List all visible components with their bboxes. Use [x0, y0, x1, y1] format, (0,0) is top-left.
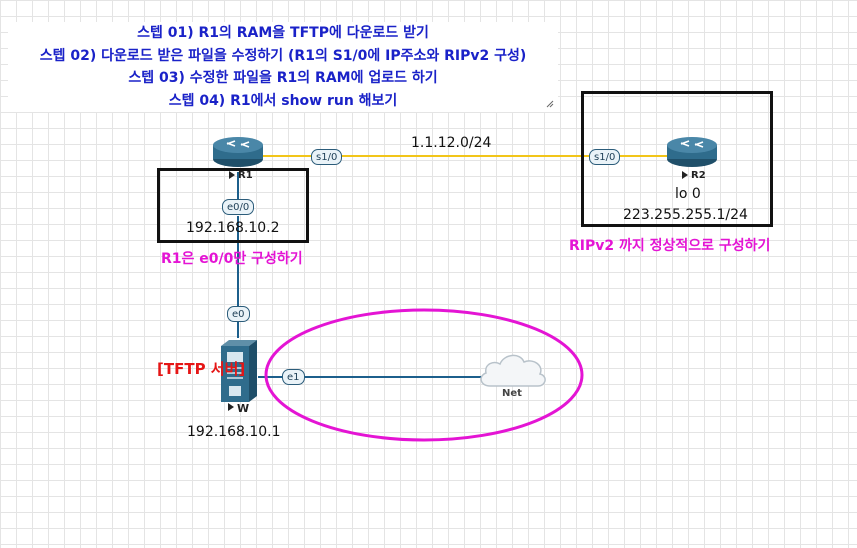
step-line-4: 스텝 04) R1에서 show run 해보기	[168, 92, 398, 109]
play-icon	[229, 171, 235, 179]
r1-name: R1	[238, 170, 253, 181]
router-icon[interactable]	[667, 137, 717, 167]
r2-loopback-ip: 223.255.255.1/24	[623, 207, 748, 223]
tftp-server-label: [TFTP 서버]	[157, 360, 246, 378]
router-icon[interactable]	[213, 137, 263, 167]
r1-ip-label: 192.168.10.2	[186, 220, 280, 236]
highlight-ellipse	[264, 308, 584, 442]
server-icon[interactable]	[221, 340, 257, 402]
serial-network-label: 1.1.12.0/24	[411, 135, 492, 151]
server-name: W	[237, 402, 250, 415]
cloud-name: Net	[502, 388, 522, 399]
r1-area-box[interactable]	[157, 168, 309, 243]
r2-name: R2	[691, 170, 706, 181]
step-line-2: 스텝 02) 다운로드 받은 파일을 수정하기 (R1의 S1/0에 IP주소와…	[39, 47, 527, 64]
r2-annotation: RIPv2 까지 정상적으로 구성하기	[569, 238, 771, 254]
steps-textbox[interactable]: 스텝 01) R1의 RAM을 TFTP에 다운로드 받기 스텝 02) 다운로…	[8, 22, 558, 112]
r1-s1-0-pill[interactable]: s1/0	[311, 149, 343, 165]
r2-s1-0-pill[interactable]: s1/0	[589, 149, 621, 165]
server-ip-label: 192.168.10.1	[187, 424, 281, 440]
r2-loopback-name: lo 0	[675, 186, 701, 202]
r2-area-box[interactable]	[581, 91, 773, 227]
step-line-3: 스텝 03) 수정한 파일을 R1의 RAM에 업로드 하기	[128, 70, 438, 86]
play-icon	[228, 403, 234, 411]
r1-e0-0-pill[interactable]: e0/0	[222, 199, 255, 215]
play-icon	[682, 171, 688, 179]
server-e0-pill[interactable]: e0	[227, 306, 250, 322]
resize-grip-icon[interactable]	[546, 100, 554, 108]
server-e1-pill[interactable]: e1	[282, 369, 305, 385]
cloud-icon[interactable]	[480, 354, 546, 387]
r1-annotation: R1은 e0/0만 구성하기	[161, 251, 303, 267]
step-line-1: 스텝 01) R1의 RAM을 TFTP에 다운로드 받기	[137, 25, 429, 41]
